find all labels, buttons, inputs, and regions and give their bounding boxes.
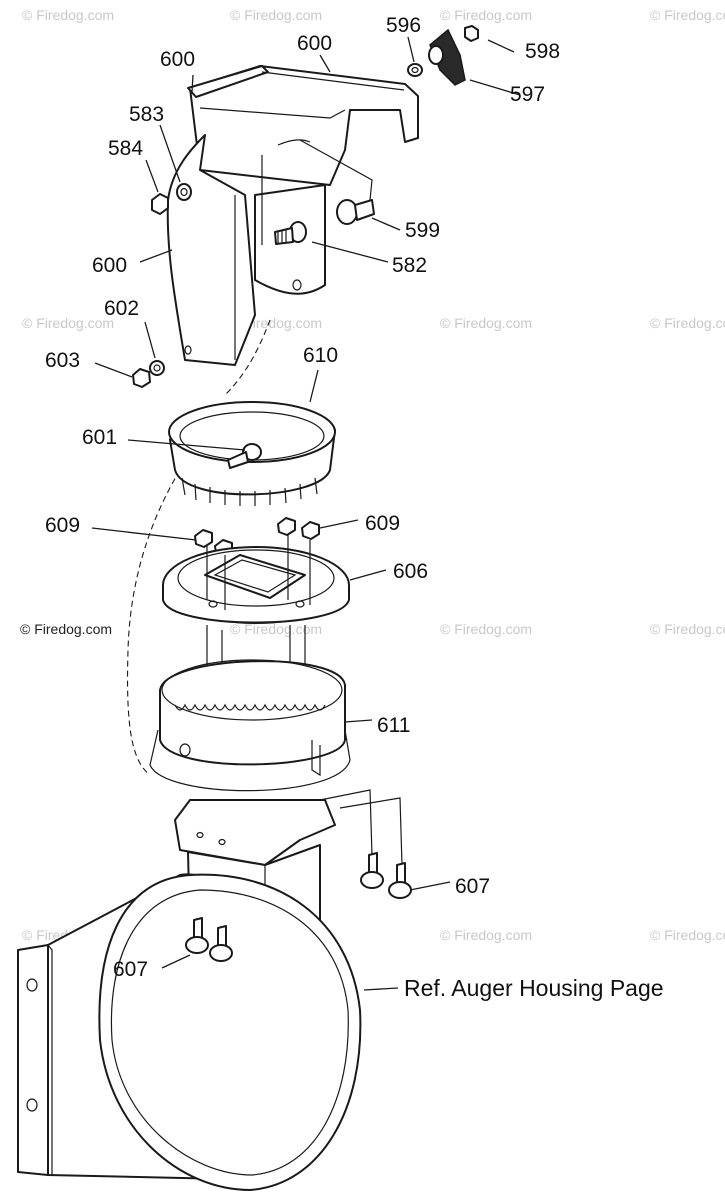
callout-606: 606 (393, 560, 428, 583)
screw (360, 852, 384, 889)
leader-lines (91, 36, 521, 991)
callout-600: 600 (160, 48, 195, 71)
watermark: © Firedog.com (22, 7, 114, 23)
callout-600: 600 (92, 254, 127, 277)
nut-washer-603-602 (132, 360, 165, 388)
watermark: © Firedog.com (650, 621, 725, 637)
screw (209, 925, 233, 962)
watermark: © Firedog.com (440, 315, 532, 331)
callout-583: 583 (129, 103, 164, 126)
screw-601 (227, 443, 262, 469)
watermark: © Firedog.com (440, 7, 532, 23)
handle-knob-assembly (407, 25, 479, 86)
callout-596: 596 (386, 14, 421, 37)
callout-603: 603 (45, 349, 80, 372)
callout-610: 610 (303, 344, 338, 367)
callout-607: 607 (455, 875, 490, 898)
callout-601: 601 (82, 426, 117, 449)
screws-607 (185, 852, 412, 962)
nut-washer-584-583 (151, 183, 192, 215)
bolt-599 (336, 199, 375, 225)
callouts: 600 600 596 598 597 583 584 599 582 600 … (45, 14, 560, 981)
watermark: © Firedog.com (230, 621, 322, 637)
watermark: © Firedog.com (650, 315, 725, 331)
callout-599: 599 (405, 219, 440, 242)
auger-housing-tube (17, 873, 362, 1191)
reference-note: Ref. Auger Housing Page (404, 975, 664, 1001)
watermark-grid: © Firedog.com © Firedog.com © Firedog.co… (22, 7, 725, 943)
watermark: © Firedog.com (650, 927, 725, 943)
screw (388, 862, 412, 899)
watermark: © Firedog.com (650, 7, 725, 23)
mount-plate-606 (162, 546, 350, 624)
watermark: © Firedog.com (22, 315, 114, 331)
bolt-582 (274, 221, 307, 245)
watermark: © Firedog.com (440, 621, 532, 637)
callout-611: 611 (377, 714, 410, 737)
callout-609: 609 (45, 514, 80, 537)
callout-609: 609 (365, 512, 400, 535)
gear-ring-611 (149, 659, 351, 792)
screw (185, 917, 209, 954)
copyright-mark: © Firedog.com (20, 621, 112, 637)
callout-607: 607 (113, 958, 148, 981)
callout-602: 602 (104, 297, 139, 320)
callout-582: 582 (392, 254, 427, 277)
callout-598: 598 (525, 40, 560, 63)
callout-597: 597 (510, 83, 545, 106)
assembly-line (126, 319, 271, 776)
watermark: © Firedog.com (440, 927, 532, 943)
callout-600: 600 (297, 32, 332, 55)
callout-584: 584 (108, 137, 143, 160)
watermark: © Firedog.com (230, 7, 322, 23)
